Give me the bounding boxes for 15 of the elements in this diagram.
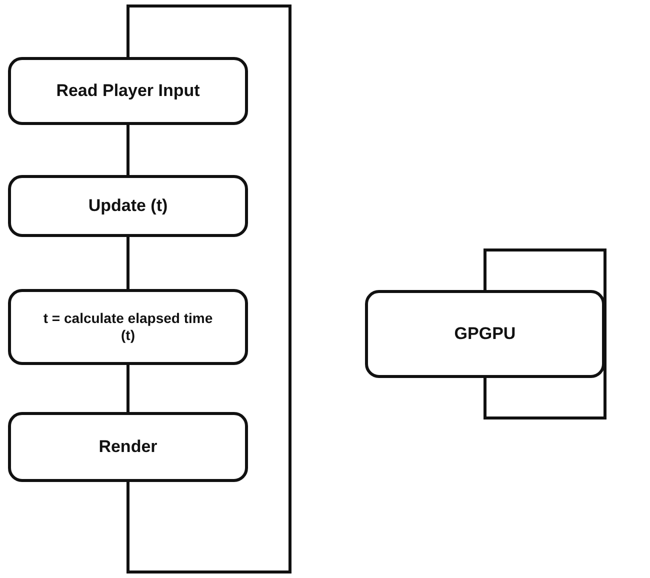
box-label: Update (t) [88,195,168,217]
box-label: Read Player Input [56,80,200,102]
box-label: Render [98,436,158,458]
box-label: t = calculate elapsed time (t) [42,310,214,344]
box-label: GPGPU [454,323,516,345]
process-box [8,412,248,482]
process-box [8,289,248,365]
process-box [8,57,248,125]
process-box [8,175,248,237]
connector-line [126,237,130,289]
connector-line [126,125,130,175]
connector-line [484,248,606,420]
connector-line [126,365,130,412]
connector-line [126,4,292,574]
process-box [365,290,605,378]
